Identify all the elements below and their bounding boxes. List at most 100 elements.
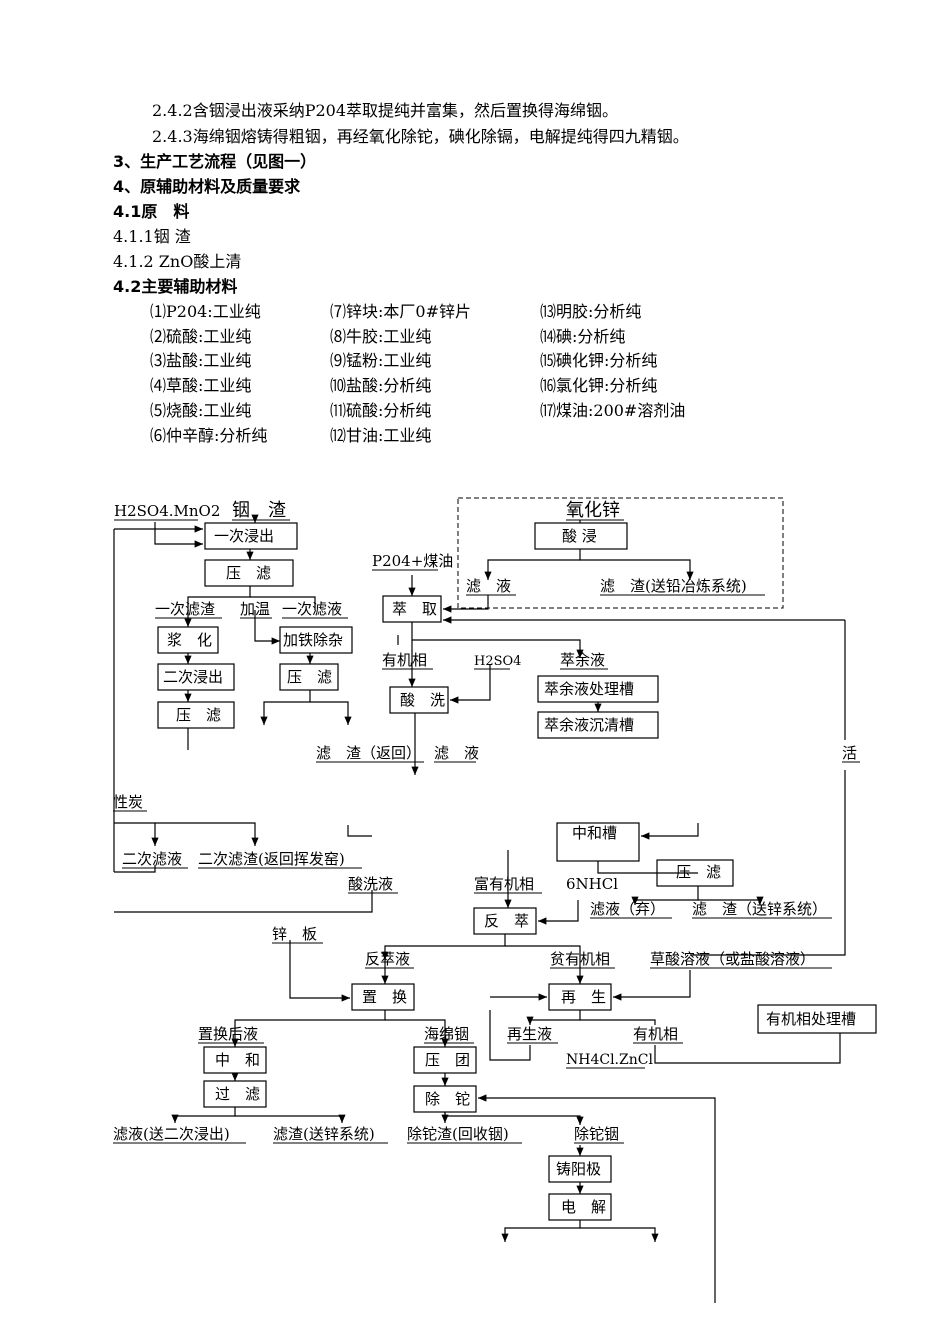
label-rich-organic: 富有机相	[474, 875, 534, 893]
material-item: ⒀明胶:分析纯	[540, 302, 642, 321]
material-item: ⑿甘油:工业纯	[330, 426, 432, 445]
box-filter	[203, 1080, 267, 1108]
box-iron-removal	[279, 626, 353, 654]
box-acid-leach	[534, 522, 628, 550]
item-4-1-2: 4.1.2 ZnO酸上清	[113, 252, 242, 271]
para-2-4-3: 2.4.3海绵铟熔铸得粗铟，再经氧化除铊，碘化除镉，电解提纯得四九精铟。	[152, 127, 689, 146]
label-heating: 加温	[240, 600, 270, 618]
label-raffinate: 萃余液	[560, 651, 605, 669]
box-cast-anode	[548, 1155, 612, 1183]
label-sponge-indium: 海绵铟	[424, 1025, 469, 1043]
material-item: ⑸烧酸:工业纯	[150, 401, 252, 420]
label-organic2: 有机相	[633, 1025, 678, 1043]
process-flow-diagram: H2SO4.MnO2 铟 渣 一次浸出 压 滤 一次滤渣 加温 一次滤液 浆 化…	[113, 497, 877, 1303]
box-extraction	[382, 595, 442, 623]
material-item: ⒁碘:分析纯	[540, 327, 626, 346]
label-raffinate-settle: 萃余液沉清槽	[544, 716, 634, 734]
box-press-block	[413, 1046, 477, 1074]
label-stripping: 反 萃	[484, 912, 529, 930]
label-activated-carbon-a: 活	[842, 744, 857, 762]
box-acid-wash	[389, 686, 449, 714]
label-nh4cl: NH4Cl.ZnCl	[566, 1052, 653, 1068]
material-item: ⑵硫酸:工业纯	[150, 327, 252, 346]
label-zno-residue: 滤 渣(送铅冶炼系统)	[600, 577, 747, 595]
label-cast-anode: 铸阳极	[556, 1160, 601, 1178]
label-hcl6n: 6NHCl	[566, 875, 618, 893]
box-first-leach	[204, 522, 298, 550]
heading-3: 3、生产工艺流程（见图一）	[113, 152, 317, 171]
label-raffinate-tank: 萃余液处理槽	[544, 680, 634, 698]
box-stripping	[473, 907, 537, 935]
label-zno-filtrate: 滤 液	[466, 577, 511, 595]
label-regen-liquid: 再生液	[507, 1025, 552, 1043]
material-item: ⑶盐酸:工业纯	[150, 351, 252, 370]
label-tl-removal: 除 铊	[425, 1090, 470, 1108]
label-second-filtrate: 二次滤液	[122, 850, 182, 868]
material-item: ⑾硫酸:分析纯	[330, 401, 432, 420]
label-lean-organic: 贫有机相	[550, 950, 610, 968]
heading-4: 4、原辅助材料及质量要求	[113, 177, 301, 196]
label-first-leach: 一次浸出	[214, 527, 274, 545]
label-after-displace: 置换后液	[198, 1025, 258, 1043]
box-organic-tank	[757, 1004, 877, 1034]
item-4-1-1: 4.1.1铟 渣	[113, 227, 191, 246]
label-press4: 压 滤	[676, 863, 721, 881]
zinc-oxide-frame	[457, 497, 784, 609]
label-first-filtrate: 一次滤液	[282, 600, 342, 618]
box-press3	[157, 701, 235, 729]
label-filtrate-discard: 滤液（弃）	[590, 900, 665, 918]
material-item: ⑼锰粉:工业纯	[330, 351, 432, 370]
box-regen	[548, 983, 612, 1011]
label-press2: 压 滤	[287, 668, 332, 686]
material-item: ⒃氯化钾:分析纯	[540, 376, 658, 395]
label-acid-leach: 酸 浸	[562, 527, 597, 545]
box-neutral-tank	[556, 822, 640, 862]
material-item: ⑽盐酸:分析纯	[330, 376, 432, 395]
label-second-leach: 二次浸出	[163, 668, 223, 686]
label-oxalic: 草酸溶液（或盐酸溶液）	[650, 950, 815, 968]
heading-4-1: 4.1原 料	[113, 202, 190, 221]
material-item: ⑴P204:工业纯	[150, 302, 261, 321]
label-residue-zinc: 滤 渣（送锌系统）	[692, 900, 827, 918]
label-displacement: 置 换	[362, 988, 407, 1006]
label-h2so4-mno2: H2SO4.MnO2	[114, 502, 220, 520]
label-zinc-oxide: 氧化锌	[566, 500, 620, 521]
label-activated-carbon-b: 性炭	[113, 793, 143, 811]
label-organic-phase: 有机相	[382, 651, 427, 669]
label-extraction: 萃 取	[392, 600, 437, 618]
label-acid-wash-liquid: 酸洗液	[348, 875, 393, 893]
label-zinc-plate: 锌 板	[272, 925, 317, 943]
label-neutralize: 中 和	[215, 1051, 260, 1069]
box-neutralize	[203, 1046, 267, 1074]
label-residue-return: 滤 渣（返回）	[316, 744, 421, 762]
label-second-residue: 二次滤渣(返回挥发窑)	[198, 850, 345, 868]
material-item: ⒄煤油:200#溶剂油	[540, 401, 686, 420]
label-slurry: 浆 化	[167, 631, 212, 649]
material-item: ⑷草酸:工业纯	[150, 376, 252, 395]
label-filtrate: 滤 液	[434, 744, 479, 762]
label-electrolysis: 电 解	[561, 1198, 606, 1216]
box-displacement	[351, 983, 415, 1011]
box-filter-press	[204, 559, 294, 587]
label-acid-wash: 酸 洗	[400, 691, 445, 709]
material-item: ⒂碘化钾:分析纯	[540, 351, 658, 370]
label-first-residue: 一次滤渣	[155, 600, 215, 618]
label-to-zinc: 滤渣(送锌系统)	[273, 1125, 375, 1143]
para-2-4-2: 2.4.2含铟浸出液采纳P204萃取提纯并富集，然后置换得海绵铟。	[152, 101, 619, 120]
box-raffinate-tank	[537, 675, 659, 703]
label-organic-tank: 有机相处理槽	[766, 1010, 856, 1028]
box-second-leach	[157, 663, 235, 691]
label-tl-free-indium: 除铊铟	[574, 1125, 619, 1143]
label-strip-liquor: 反萃液	[365, 950, 410, 968]
label-press3: 压 滤	[176, 706, 221, 724]
material-item: ⑹仲辛醇:分析纯	[150, 426, 268, 445]
label-filter: 过 滤	[215, 1085, 260, 1103]
label-indium-slag: 铟 渣	[232, 500, 286, 521]
material-item: ⑻牛胶:工业纯	[330, 327, 432, 346]
label-iron-removal: 加铁除杂	[283, 631, 343, 649]
label-regen: 再 生	[561, 988, 606, 1006]
label-neutral-tank: 中和槽	[572, 824, 617, 842]
label-h2so4: H2SO4	[474, 654, 521, 669]
material-item: ⑺锌块:本厂0#锌片	[330, 302, 471, 321]
box-press2	[279, 663, 339, 691]
